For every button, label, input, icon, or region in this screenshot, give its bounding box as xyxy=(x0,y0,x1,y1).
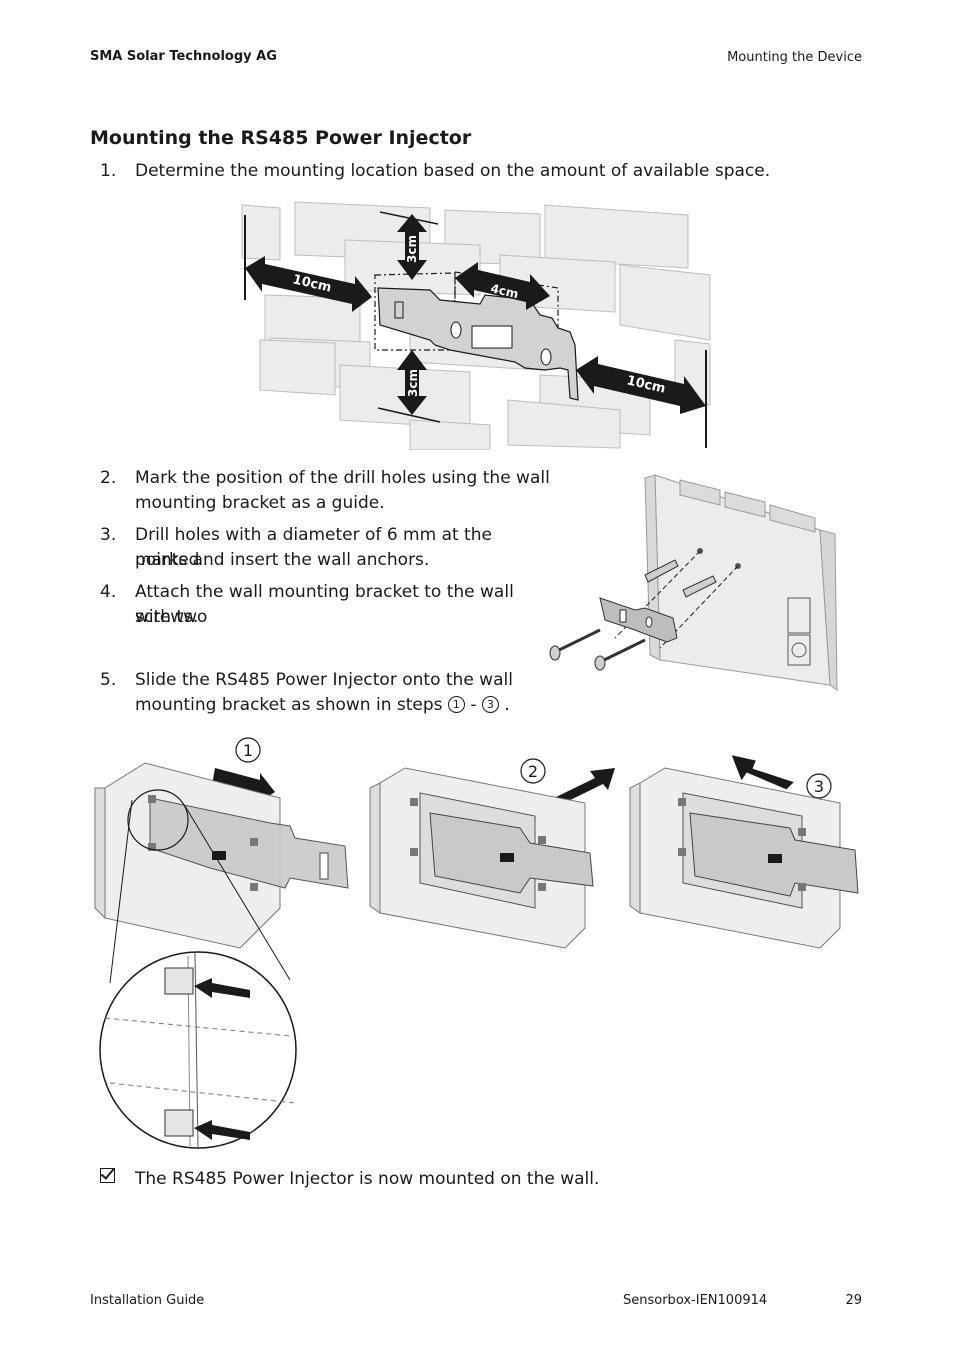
step-text: Determine the mounting location based on… xyxy=(135,161,771,181)
step-badge xyxy=(806,773,832,799)
top-clearance-arrow xyxy=(397,214,427,280)
step-text-line-2: mounting bracket as shown in steps 1 - 3… xyxy=(135,695,510,715)
mounting-lug xyxy=(164,967,194,995)
step-1: 1. Determine the mounting location based… xyxy=(100,159,880,184)
wall-anchor xyxy=(682,575,717,598)
bracket-gap-arrow xyxy=(455,262,550,310)
step-5: 5. Slide the RS485 Power Injector onto t… xyxy=(100,668,550,718)
result-text: The RS485 Power Injector is now mounted … xyxy=(135,1169,600,1189)
header-company: SMA Solar Technology AG xyxy=(90,49,277,64)
step-3: 3. Drill holes with a diameter of 6 mm a… xyxy=(100,523,550,573)
step-text-line-2: points and insert the wall anchors. xyxy=(135,550,430,570)
section-title: Mounting the RS485 Power Injector xyxy=(90,127,472,149)
footer-guide: Installation Guide xyxy=(90,1293,205,1308)
footer-doc-id: Sensorbox-IEN100914 xyxy=(623,1293,768,1308)
step-2: 2. Mark the position of the drill holes … xyxy=(100,466,550,516)
step-badge-label: 1 xyxy=(243,741,253,760)
wall-bracket xyxy=(149,797,349,889)
screw xyxy=(594,655,606,671)
checkmark-icon xyxy=(100,1168,115,1183)
bottom-clearance-label: 3cm xyxy=(406,369,420,397)
slide-direction-arrow xyxy=(550,768,615,806)
wall-bracket xyxy=(599,597,678,643)
step-badge xyxy=(520,758,546,784)
step-ref-badge: 3 xyxy=(481,696,499,713)
figure-slide-injector: 1 2 3 xyxy=(94,737,859,1149)
step-text-line-1: Attach the wall mounting bracket to the … xyxy=(135,582,514,627)
detail-magnifier xyxy=(99,799,297,1149)
substep-2: 2 xyxy=(369,758,615,949)
step-number: 3. xyxy=(100,525,117,545)
substep-3: 3 xyxy=(629,755,859,949)
screw xyxy=(549,645,561,661)
substep-1: 1 xyxy=(94,737,349,949)
step-badge-label: 2 xyxy=(528,762,538,781)
slide-direction-arrow xyxy=(731,755,794,790)
step-number: 2. xyxy=(100,468,117,488)
detail-arrow xyxy=(194,1120,250,1140)
step-4: 4. Attach the wall mounting bracket to t… xyxy=(100,580,550,630)
step-ref-badge: 1 xyxy=(447,696,465,713)
figure-clearance-diagram: 10cm 3cm 4cm 3cm 10cm xyxy=(241,201,711,450)
header-chapter: Mounting the Device xyxy=(727,50,862,65)
step-badge xyxy=(235,737,261,763)
figure-wall-mounting xyxy=(549,474,838,691)
bottom-clearance-arrow xyxy=(397,350,427,415)
step-text-line-2: mounting bracket as a guide. xyxy=(135,493,385,513)
step-text-line-1: Slide the RS485 Power Injector onto the … xyxy=(135,670,513,690)
step-text-line-1: Drill holes with a diameter of 6 mm at t… xyxy=(135,525,492,570)
left-clearance-arrow xyxy=(245,256,372,312)
detail-arrow xyxy=(194,978,250,998)
step-badge-label: 3 xyxy=(814,777,824,796)
right-clearance-arrow xyxy=(576,356,706,414)
step-text-line-2: screws. xyxy=(135,607,199,627)
step-number: 5. xyxy=(100,670,117,690)
wall-anchor xyxy=(644,559,679,583)
step-text-line-1: Mark the position of the drill holes usi… xyxy=(135,468,550,488)
step-number: 1. xyxy=(100,161,117,181)
top-clearance-label: 3cm xyxy=(405,235,419,263)
page-number: 29 xyxy=(845,1293,862,1308)
step-number: 4. xyxy=(100,582,117,602)
bracket-gap-label: 4cm xyxy=(489,281,519,301)
mounting-lug xyxy=(164,1109,194,1137)
